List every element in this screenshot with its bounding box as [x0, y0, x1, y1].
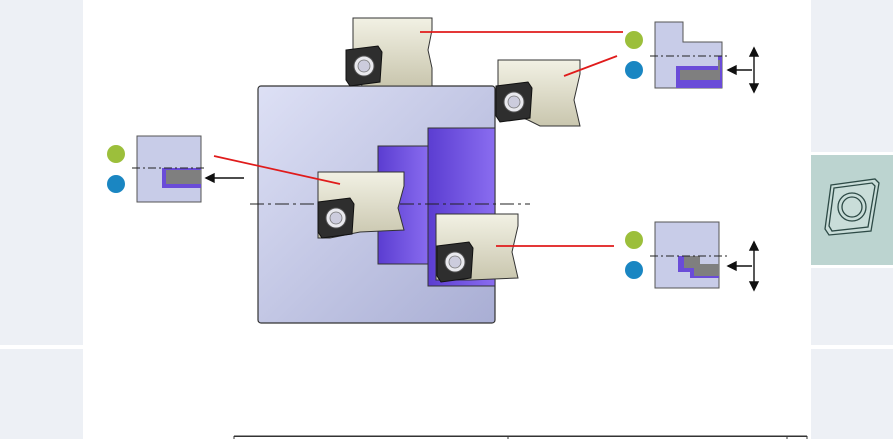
tool-holder-center	[317, 171, 405, 239]
dot-green	[107, 145, 125, 163]
feed-arrow-icon	[726, 46, 760, 94]
tool-holder-top	[345, 17, 433, 87]
dot-blue	[625, 261, 643, 279]
legend-bottom-right	[625, 221, 760, 292]
tool-holder-lower-right	[435, 213, 519, 283]
legend-top-right	[625, 21, 760, 94]
feed-arrow-icon	[726, 240, 760, 292]
dot-blue	[107, 175, 125, 193]
leader-upper-right	[563, 55, 618, 77]
dot-blue	[625, 61, 643, 79]
tool-holder-upper-right	[495, 59, 581, 127]
left-margin-panel	[0, 0, 83, 345]
right-margin-panel-lower	[811, 268, 893, 345]
rhombic-insert-icon	[824, 178, 880, 236]
dot-green	[625, 231, 643, 249]
right-margin-panel	[811, 0, 893, 152]
leader-lines	[213, 31, 623, 247]
dot-green	[625, 31, 643, 49]
legend-left	[107, 135, 244, 203]
insert-tab[interactable]	[811, 155, 893, 265]
right-margin-panel-bottom	[811, 349, 893, 439]
feed-arrow-icon	[204, 172, 244, 184]
left-margin-panel-lower	[0, 349, 83, 439]
leader-left	[213, 155, 341, 185]
